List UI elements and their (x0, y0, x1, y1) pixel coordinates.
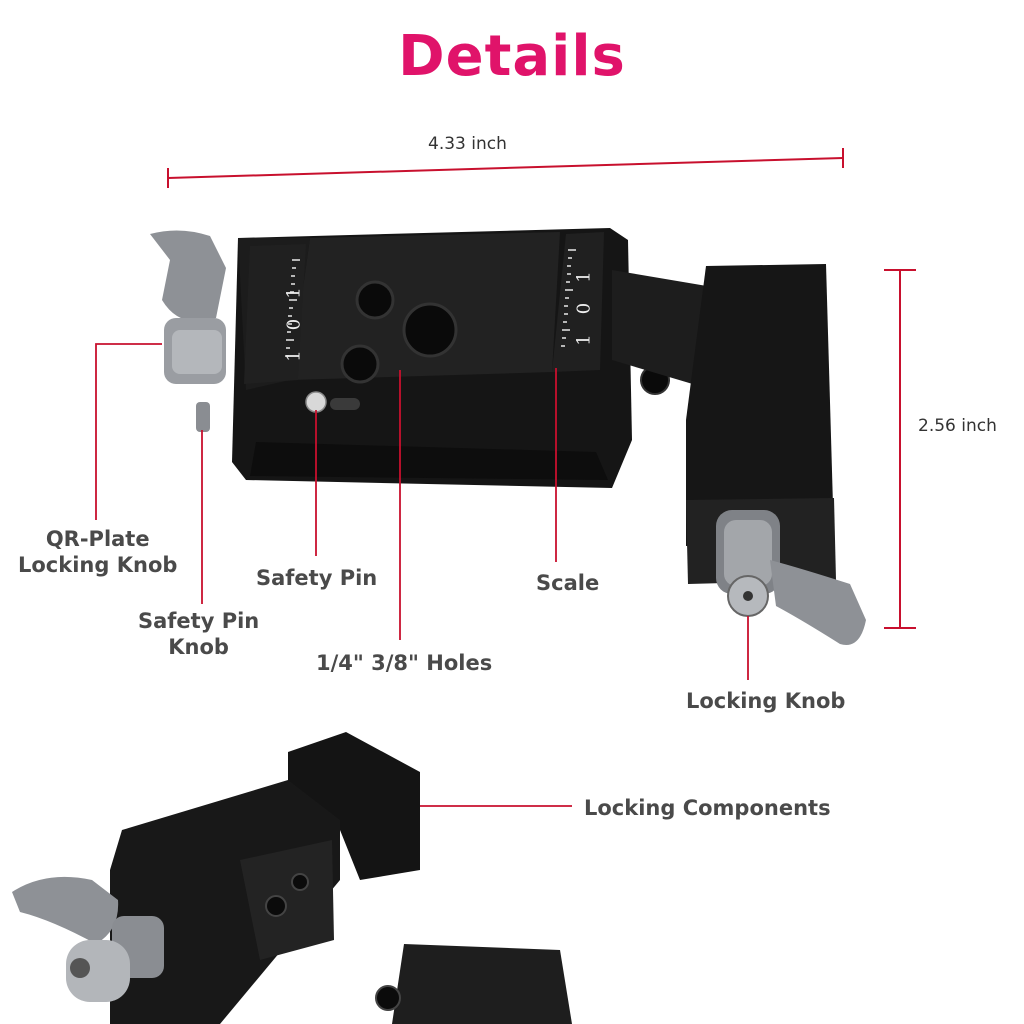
lower-view-device (12, 732, 572, 1024)
qr-plate-knob-label: QR-Plate Locking Knob (18, 527, 178, 578)
locking-knob-label: Locking Knob (686, 689, 846, 713)
page-title: Details (398, 24, 626, 89)
threaded-holes (340, 280, 670, 395)
height-dimension-label: 2.56 inch (918, 416, 997, 436)
locking-components-label: Locking Components (584, 796, 831, 820)
height-dimension-line (884, 269, 916, 629)
right-scale-marks: 101 (573, 251, 595, 346)
left-scale (244, 244, 306, 384)
scale-label: Scale (536, 571, 600, 595)
safety-pin-knob (196, 402, 210, 432)
safety-pin-knob-label: Safety Pin Knob (138, 609, 260, 660)
qr-plate-locking-knob (150, 230, 226, 384)
safety-pin-label: Safety Pin (256, 566, 378, 590)
width-dimension-label: 4.33 inch (428, 134, 507, 154)
left-scale-marks: 101 (283, 267, 305, 362)
holes-label: 1/4" 3/8" Holes (316, 651, 493, 675)
width-dimension-line (167, 148, 844, 188)
locking-knob (716, 510, 866, 645)
right-scale (552, 232, 604, 372)
